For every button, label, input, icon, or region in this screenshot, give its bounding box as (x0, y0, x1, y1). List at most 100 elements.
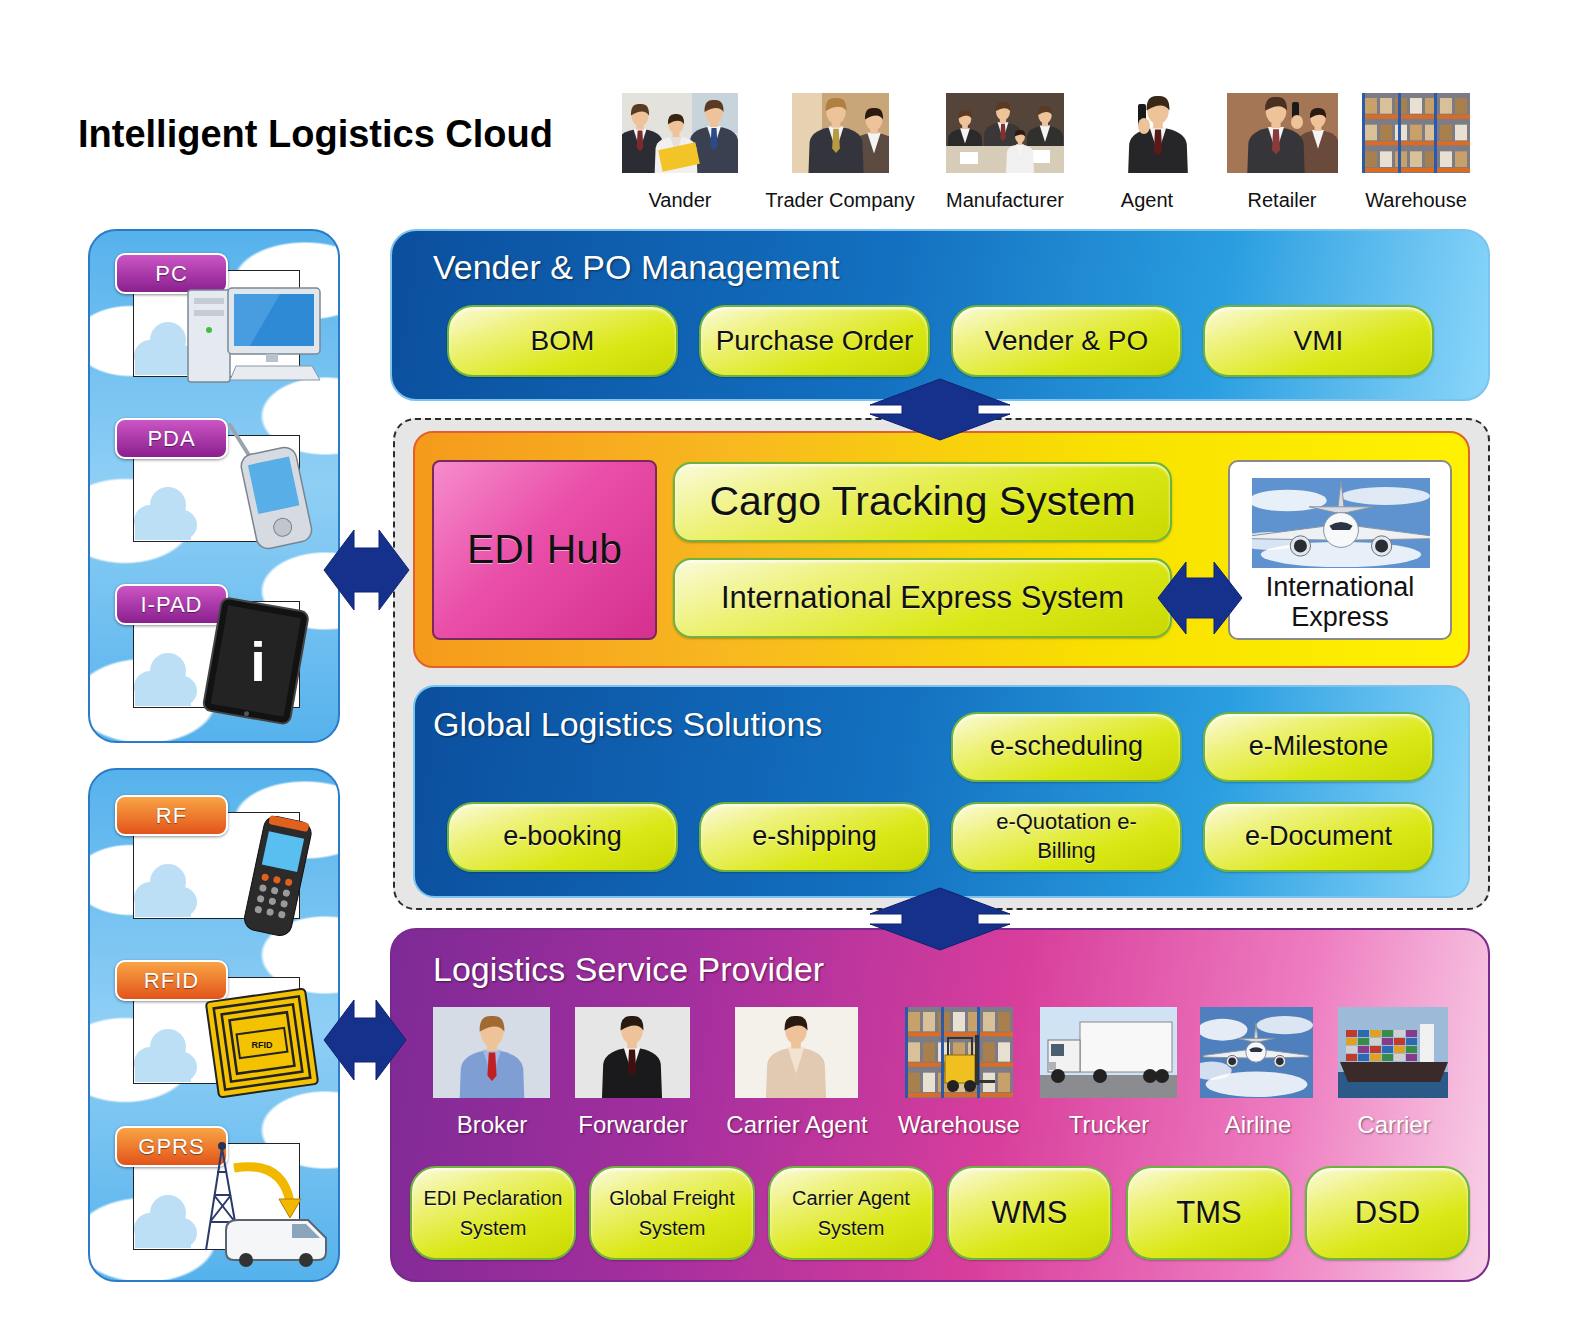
node-label: PC (155, 261, 188, 286)
photo-caption: Vander (648, 189, 711, 211)
module-pill: e-shipping (699, 802, 930, 872)
shelf-box (1410, 125, 1422, 141)
photo-bg (1040, 1007, 1177, 1098)
photo-trader (792, 93, 889, 173)
module-pill: e-scheduling (951, 712, 1182, 782)
node-label: EDI Peclaration System (418, 1183, 568, 1243)
truck-window (1051, 1044, 1064, 1056)
shelf-box (1410, 151, 1422, 167)
photo-bg (622, 93, 738, 173)
node-label: e-Milestone (1249, 731, 1389, 762)
shelf-box (1410, 98, 1422, 114)
person-neck (1000, 116, 1006, 123)
scanner-key (280, 900, 288, 908)
wall (792, 93, 822, 173)
photo-caption: Agent (1121, 189, 1173, 211)
shelf-upright (1362, 93, 1365, 173)
pc-glare (234, 294, 280, 346)
shelf-box (1425, 151, 1437, 167)
shelf-box (1380, 151, 1392, 167)
scanner-key (271, 886, 279, 894)
cloud-puff (134, 882, 166, 914)
device-card: I-PAD (115, 584, 300, 708)
device-tag: PC (115, 253, 228, 294)
person-shirt (1268, 127, 1284, 152)
device-tag: RFID (115, 960, 228, 1001)
person-head (865, 108, 882, 130)
scanner-key (254, 906, 262, 914)
truck-wheel (1093, 1069, 1107, 1083)
tablet-body (203, 597, 309, 725)
photo-broker (433, 1007, 550, 1098)
person-head (621, 1017, 643, 1045)
container (1382, 1030, 1393, 1037)
cloud (1252, 532, 1302, 550)
shelf-box (1365, 151, 1377, 167)
label-anchor: Forwarder (578, 1111, 687, 1140)
pc-drive (194, 310, 224, 316)
node-label: GPRS (138, 1134, 204, 1159)
person-body (622, 129, 665, 173)
shelf-box (1365, 125, 1377, 141)
shelf-beam (905, 1032, 1013, 1036)
person-shirt (1016, 144, 1024, 156)
device-panel: RFRFIDGPRS (88, 768, 340, 1282)
tablet-button (244, 711, 250, 717)
person-head (1147, 97, 1169, 125)
pc-light (206, 327, 212, 333)
shelf-box (968, 1042, 980, 1061)
cloud (1252, 490, 1327, 512)
truck-grille (1048, 1062, 1056, 1070)
double-arrow (870, 888, 1010, 950)
container (1346, 1038, 1357, 1045)
sea (1338, 1072, 1448, 1098)
shelf-box (968, 1012, 980, 1031)
photo-retailer (1227, 93, 1338, 173)
person-hair (865, 108, 883, 119)
pda-body (239, 445, 314, 551)
photo-warehouse (1362, 93, 1470, 173)
person-tie (832, 129, 840, 153)
device-card: GPRS (115, 1126, 300, 1250)
shelf-box (908, 1073, 920, 1092)
card-cloud (134, 864, 197, 917)
person-head (631, 104, 648, 126)
module-pill: e-booking (447, 802, 678, 872)
label-anchor: Carrier (1357, 1111, 1430, 1140)
container (1370, 1038, 1381, 1045)
card-cloud (134, 1029, 197, 1082)
shelf-box (983, 1042, 995, 1061)
person-head (996, 102, 1010, 120)
band-title: Vender & PO Management (433, 248, 839, 287)
gprs-tower (206, 1148, 240, 1250)
photo-caption: Warehouse (1365, 189, 1467, 211)
node-label: e-booking (503, 821, 622, 852)
band-title: Global Logistics Solutions (433, 705, 822, 744)
person-head (1038, 106, 1052, 123)
diagram-title: Intelligent Logistics Cloud (78, 113, 553, 157)
person-head (826, 99, 846, 124)
person-tie (637, 131, 644, 152)
gprs-antenna (218, 1142, 226, 1150)
shelf-box (1395, 98, 1407, 114)
person-head (668, 114, 683, 134)
photo-caption: Carrier (1357, 1111, 1430, 1138)
person-tie (1000, 124, 1005, 141)
person-shirt (670, 136, 682, 155)
node-label: Global Freight System (597, 1183, 747, 1243)
photo-express-plane (1252, 478, 1430, 568)
node-label: e-Quotation e-Billing (992, 808, 1142, 865)
scanner-key (268, 897, 276, 905)
hand (1291, 115, 1303, 129)
photo-caption: Manufacturer (946, 189, 1064, 211)
photo-caption: Carrier Agent (726, 1111, 867, 1138)
container (1370, 1046, 1381, 1053)
person-neck (870, 125, 878, 134)
truck-trailer (1080, 1022, 1172, 1072)
node-label: Cargo Tracking System (709, 478, 1135, 525)
table (946, 146, 1064, 173)
photo-caption: Broker (457, 1111, 528, 1138)
shelf-upright (941, 1007, 944, 1098)
cloud-base (135, 356, 191, 375)
